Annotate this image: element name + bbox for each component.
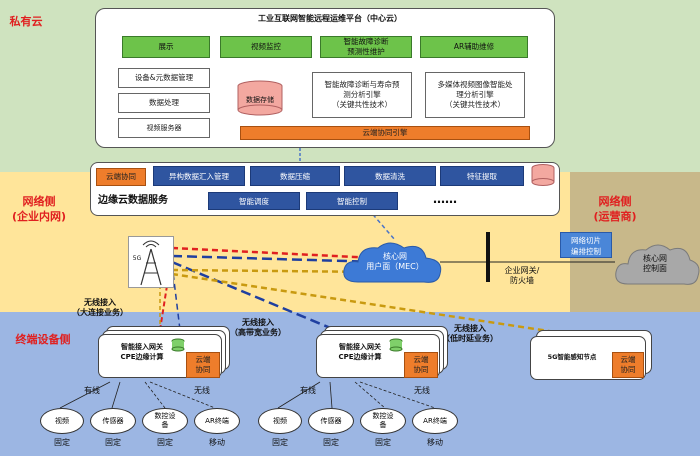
video-monitor-module: 视频监控 <box>220 36 312 58</box>
network-left-label: 网络侧 (企业内网) <box>11 195 67 223</box>
blue-link-1 <box>171 254 381 264</box>
device-sensor-2: 传感器 <box>308 408 354 434</box>
red-link-1 <box>171 246 376 260</box>
wireless-high-label: 无线接入 （高带宽业务） <box>230 318 286 337</box>
device-video-1: 视频 <box>40 408 84 434</box>
blue-link-2 <box>171 260 341 334</box>
edge-storage-icon <box>531 164 555 186</box>
gateway1-title: 智能接入网关 CPE边缘计算 <box>120 343 164 361</box>
enterprise-gateway-label: 企业网关/ 防火墙 <box>504 266 540 285</box>
tower-5g-label: 5G <box>132 255 142 262</box>
smart-control-module: 智能控制 <box>306 192 398 210</box>
core-user-plane: 核心网 用户面（MEC） <box>366 252 424 271</box>
wired-label-1: 有线 <box>84 386 100 395</box>
device-mode-video-2: 固定 <box>272 438 288 447</box>
device-cnc-1: 数控设 备 <box>142 408 188 434</box>
cloud-mec-link <box>349 187 396 241</box>
wireless-label-1: 无线 <box>194 386 210 395</box>
wireless-low-label: 无线接入 （低时延业务） <box>442 324 498 343</box>
wireless-label-2: 无线 <box>414 386 430 395</box>
device-mode-sensor-2: 固定 <box>323 438 339 447</box>
tower-icon <box>140 240 162 286</box>
device-mode-video-1: 固定 <box>54 438 70 447</box>
storage-icon <box>237 80 283 116</box>
network-right-label: 网络侧 (运营商) <box>593 195 637 223</box>
gateway2-title: 智能接入网关 CPE边缘计算 <box>338 343 382 361</box>
wired-label-2: 有线 <box>300 386 316 395</box>
data-processing-module: 数据处理 <box>118 93 210 113</box>
device-mode-ar-1: 移动 <box>209 438 225 447</box>
ar-module: AR辅助维修 <box>420 36 528 58</box>
core-control-cloud-icon <box>615 244 700 285</box>
feature-extract-module: 特征提取 <box>440 166 524 186</box>
device-sensor-1: 传感器 <box>90 408 136 434</box>
video-server-module: 视频服务器 <box>118 118 210 138</box>
device-mode-ar-2: 移动 <box>427 438 443 447</box>
device-mode-sensor-1: 固定 <box>105 438 121 447</box>
heterogeneous-data-module: 异构数据汇入管理 <box>153 166 245 186</box>
edge-ellipsis: …… <box>433 192 457 206</box>
fault-diagnosis-module: 智能故障诊断 预测性维护 <box>320 36 412 58</box>
engine-fault-diagnosis: 智能故障诊断与寿命预 测分析引擎 （关键共性技术） <box>312 72 412 118</box>
device-ar-2: AR终端 <box>412 408 458 434</box>
sensing-node-collab: 云端 协同 <box>612 352 644 378</box>
platform-title: 工业互联网智能远程运维平台（中心云） <box>258 14 402 23</box>
terminal-label: 终端设备侧 <box>15 333 71 346</box>
device-mode-cnc-2: 固定 <box>375 438 391 447</box>
5g-tower <box>128 236 174 288</box>
storage-label: 数据存储 <box>246 96 274 104</box>
cloud-collab-engine: 云端协同引擎 <box>240 126 530 140</box>
device-video-2: 视频 <box>258 408 302 434</box>
edge-collab-box: 云端协同 <box>96 168 146 186</box>
edge-title: 边缘云数据服务 <box>98 195 168 206</box>
gateway1-collab: 云端 协同 <box>186 352 220 378</box>
data-compress-module: 数据压缩 <box>250 166 340 186</box>
engine-video-analysis: 多媒体视频图像智能处 理分析引擎 （关键共性技术） <box>425 72 525 118</box>
gateway2-storage-icon <box>389 338 403 352</box>
private-cloud-label: 私有云 <box>9 15 43 28</box>
gold-link-2 <box>171 272 556 334</box>
device-mode-cnc-1: 固定 <box>157 438 173 447</box>
device-ar-1: AR终端 <box>194 408 240 434</box>
data-clean-module: 数据清洗 <box>344 166 436 186</box>
display-module: 展示 <box>122 36 210 58</box>
wireless-big-label: 无线接入 （大连接业务） <box>72 298 128 317</box>
gateway1-storage-icon <box>171 338 185 352</box>
gateway2-collab: 云端 协同 <box>404 352 438 378</box>
core-control-plane: 核心网 控制面 <box>643 254 667 273</box>
firewall-bar <box>486 232 490 282</box>
device-meta-module: 设备&元数据管理 <box>118 68 210 88</box>
sensing-node-title: 5G智能感知节点 <box>547 353 597 361</box>
network-slicing-box: 网络切片 编排控制 <box>560 232 612 258</box>
smart-schedule-module: 智能调度 <box>208 192 300 210</box>
mec-cloud-icon <box>343 242 442 283</box>
device-cnc-2: 数控设 备 <box>360 408 406 434</box>
